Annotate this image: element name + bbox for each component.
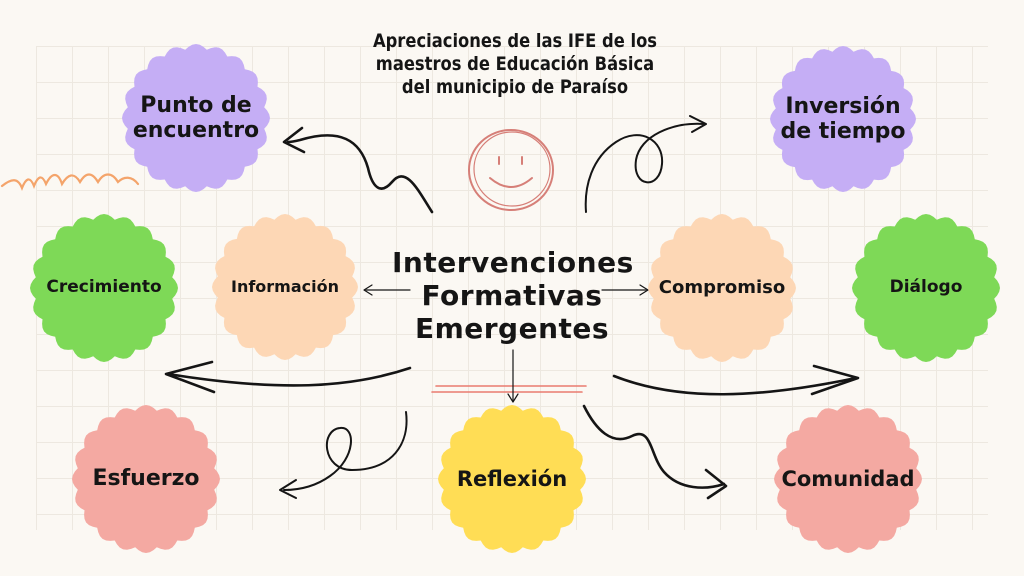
diagram-title: Apreciaciones de las IFE de los maestros… xyxy=(356,30,674,99)
node-dialogo: Diálogo xyxy=(850,212,1002,364)
bubble-shape xyxy=(774,405,922,553)
bubble-shape xyxy=(30,214,178,362)
bubble-shape xyxy=(438,405,586,553)
node-label: Reflexión xyxy=(456,466,568,491)
node-crecimiento: Crecimiento xyxy=(28,212,180,364)
bubble-shape xyxy=(852,214,1000,362)
node-label: Punto de encuentro xyxy=(132,92,260,143)
center-line-2: Formativas xyxy=(421,279,603,312)
node-inversion-de-tiempo: Inversión de tiempo xyxy=(768,44,918,194)
node-label: Información xyxy=(230,276,339,296)
node-label: Compromiso xyxy=(658,276,786,298)
node-label: Diálogo xyxy=(889,277,963,298)
node-comunidad: Comunidad xyxy=(772,403,924,555)
orange-wave-scribble xyxy=(0,173,140,191)
title-line-1: Apreciaciones de las IFE de los xyxy=(372,30,658,52)
bubble-shape xyxy=(122,44,270,192)
node-compromiso: Compromiso xyxy=(646,212,798,364)
center-line-3: Emergentes xyxy=(414,312,610,345)
title-line-3: del municipio de Paraíso xyxy=(401,76,629,98)
red-underline xyxy=(431,385,587,393)
center-line-1: Intervenciones xyxy=(392,246,634,279)
bubble-shape xyxy=(212,214,358,360)
bubble-shape xyxy=(648,214,796,362)
node-label: Comunidad xyxy=(781,466,915,491)
node-punto-de-encuentro: Punto de encuentro xyxy=(120,42,272,194)
connector-arrows xyxy=(164,115,860,500)
title-line-2: maestros de Educación Básica xyxy=(375,53,655,75)
central-topic: Intervenciones Formativas Emergentes xyxy=(392,246,634,345)
bubble-shape xyxy=(770,46,916,192)
node-esfuerzo: Esfuerzo xyxy=(70,403,222,555)
node-label: Inversión de tiempo xyxy=(780,93,906,144)
smiley-face xyxy=(468,129,554,211)
node-label: Crecimiento xyxy=(46,277,162,298)
bubble-shape xyxy=(72,405,220,553)
node-informacion: Información xyxy=(210,212,360,362)
node-reflexion: Reflexión xyxy=(436,403,588,555)
node-label: Esfuerzo xyxy=(92,466,200,492)
